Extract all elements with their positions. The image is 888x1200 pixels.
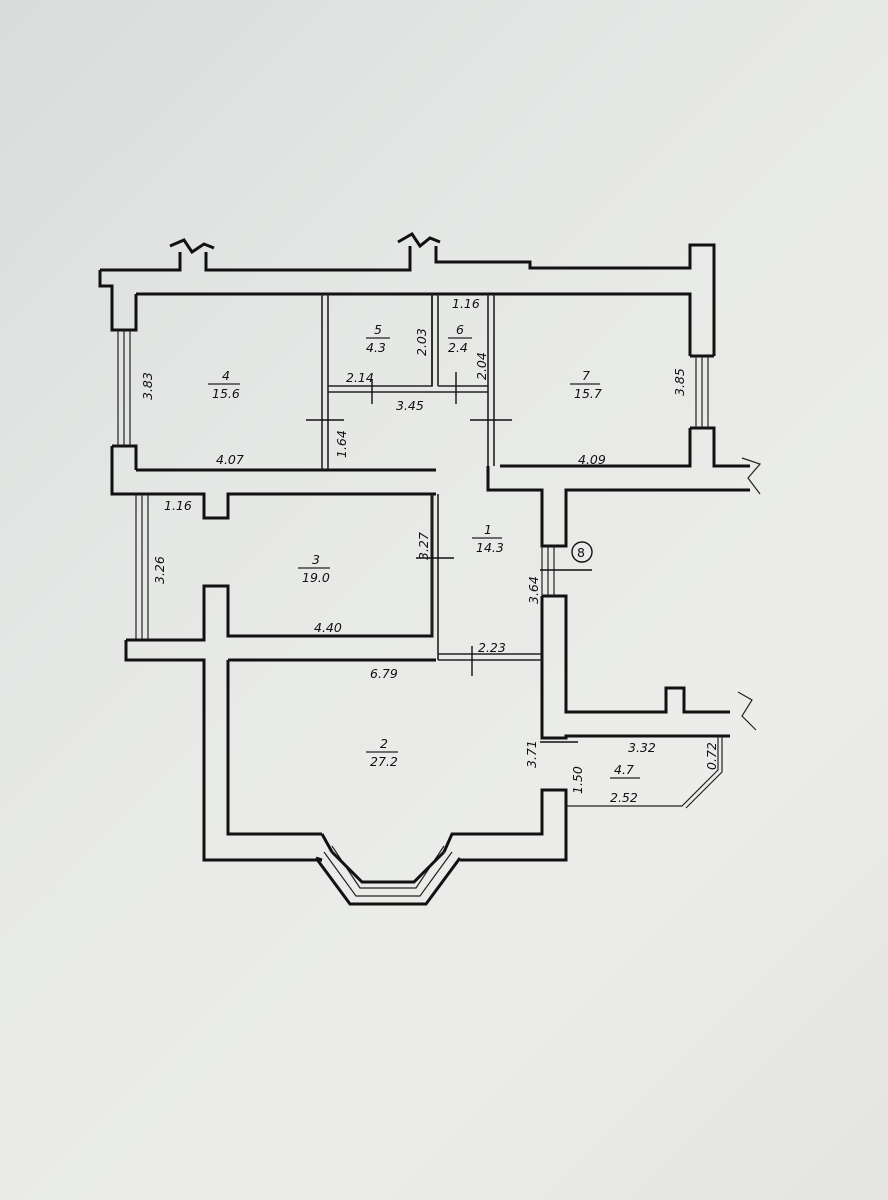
svg-text:27.2: 27.2 xyxy=(370,754,398,769)
dim-room4-height: 3.83 xyxy=(140,372,155,400)
svg-text:5: 5 xyxy=(374,322,382,337)
svg-text:8: 8 xyxy=(577,545,585,560)
dim-balcony-side: 0.72 xyxy=(704,742,719,770)
svg-text:4: 4 xyxy=(222,368,230,383)
svg-text:19.0: 19.0 xyxy=(302,570,330,585)
dim-room3-offset: 1.16 xyxy=(164,498,192,513)
room-4-label: 4 15.6 xyxy=(208,368,240,401)
svg-text:7: 7 xyxy=(582,368,590,383)
dimension-labels: 4.07 3.83 2.14 2.03 1.16 2.04 3.45 1.64 … xyxy=(140,296,719,805)
dim-corridor-width: 2.23 xyxy=(478,640,506,655)
dim-room3-window: 3.26 xyxy=(152,556,167,584)
room-labels: 4 15.6 5 4.3 6 2.4 7 15.7 1 14.3 3 19.0 xyxy=(208,322,640,779)
svg-text:15.6: 15.6 xyxy=(212,386,240,401)
dim-balcony-top: 3.32 xyxy=(628,740,656,755)
room-3-label: 3 19.0 xyxy=(298,552,330,585)
svg-text:4.7: 4.7 xyxy=(614,762,634,777)
dim-room3-height: 3.27 xyxy=(416,532,431,560)
interior-partitions xyxy=(321,294,542,661)
dim-room7-height: 3.85 xyxy=(672,368,687,396)
dim-corridor-height: 3.64 xyxy=(526,576,541,604)
dim-balcony-depth: 1.50 xyxy=(570,766,585,794)
svg-text:6: 6 xyxy=(456,322,464,337)
svg-text:2.4: 2.4 xyxy=(448,340,468,355)
dim-balcony-bottom: 2.52 xyxy=(610,790,638,805)
svg-text:14.3: 14.3 xyxy=(476,540,504,555)
dim-room6-width: 1.16 xyxy=(452,296,480,311)
room-5-label: 5 4.3 xyxy=(366,322,390,355)
svg-text:3: 3 xyxy=(312,552,320,567)
dim-room6-height: 2.04 xyxy=(474,352,489,380)
dim-room2-width: 6.79 xyxy=(370,666,398,681)
dim-room5-height: 2.03 xyxy=(414,328,429,356)
dim-room7-width: 4.09 xyxy=(578,452,606,467)
room-7-label: 7 15.7 xyxy=(570,368,602,401)
svg-text:1: 1 xyxy=(484,522,492,537)
room-1-label: 1 14.3 xyxy=(472,522,504,555)
svg-text:4.3: 4.3 xyxy=(366,340,386,355)
room-6-label: 6 2.4 xyxy=(448,322,472,355)
exterior-walls xyxy=(98,232,762,906)
dim-room3-width: 4.40 xyxy=(314,620,342,635)
svg-text:2: 2 xyxy=(380,736,388,751)
axis-marker: 8 xyxy=(571,541,593,563)
dim-room4-width: 4.07 xyxy=(216,452,244,467)
balcony-label: 4.7 xyxy=(610,762,640,779)
dim-hall-width: 3.45 xyxy=(396,398,424,413)
room-2-label: 2 27.2 xyxy=(366,736,398,769)
svg-text:15.7: 15.7 xyxy=(574,386,602,401)
dim-room5-width: 2.14 xyxy=(346,370,374,385)
dim-hall-height: 1.64 xyxy=(334,430,349,458)
dimension-ticks xyxy=(306,372,592,743)
dim-room2-height: 3.71 xyxy=(524,740,539,768)
